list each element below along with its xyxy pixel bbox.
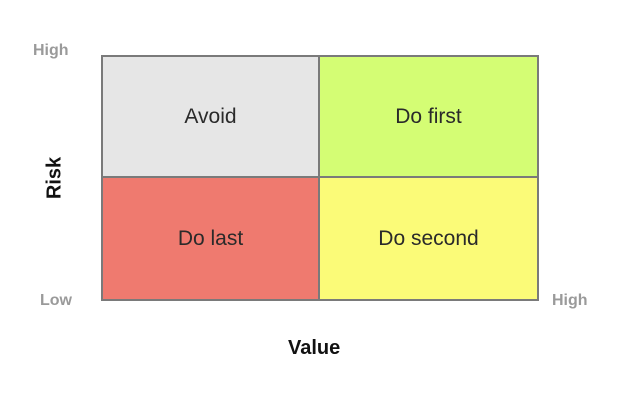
quadrant-top-right: Do first: [320, 57, 537, 178]
y-axis-high-label: High: [33, 42, 69, 59]
x-axis-title: Value: [288, 337, 341, 359]
y-axis-title: Risk: [43, 156, 66, 200]
quadrant-label-avoid: Avoid: [184, 104, 237, 128]
quadrant-label-do-last: Do last: [177, 226, 244, 250]
origin-low-label: Low: [40, 292, 72, 309]
quadrant-bottom-left: Do last: [103, 178, 320, 299]
quadrant-label-do-second: Do second: [378, 226, 479, 250]
quadrant-label-do-first: Do first: [395, 104, 462, 128]
quadrant-bottom-right: Do second: [320, 178, 537, 299]
quadrant-top-left: Avoid: [103, 57, 320, 178]
x-axis-high-label: High: [552, 292, 588, 309]
quadrant-grid: Avoid Do first Do last Do second: [101, 55, 539, 301]
